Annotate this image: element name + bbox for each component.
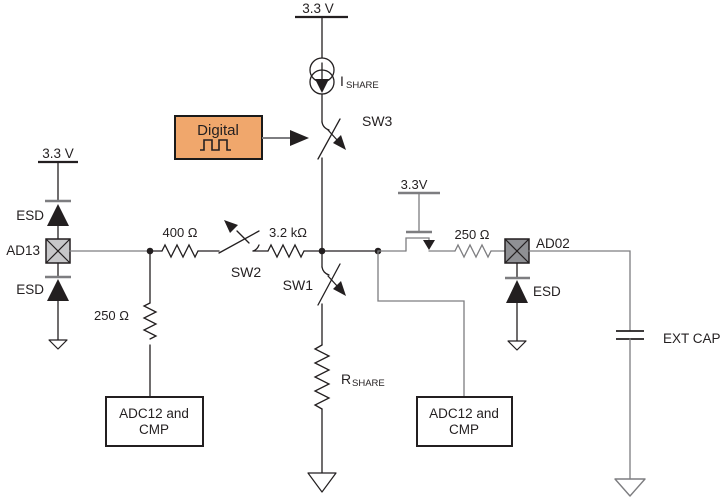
mosfet-arrow-icon [423, 240, 435, 250]
sw1-label: SW1 [283, 277, 314, 293]
adc-right-line2: CMP [449, 422, 479, 437]
resistor-250-left-label: 250 Ω [94, 308, 129, 323]
rshare-label: R SHARE [341, 371, 385, 389]
digital-block: Digital [174, 115, 263, 160]
sw2-control-arrow-icon [224, 220, 238, 233]
resistor-3k2-icon [267, 243, 305, 259]
resistor-400-icon [161, 243, 199, 259]
adc-block-right: ADC12 and CMP [416, 396, 513, 447]
capacitor-icon [616, 330, 644, 340]
adc-left-line2: CMP [139, 422, 169, 437]
left-rail-label: 3.3 V [42, 146, 74, 161]
resistor-250-right-label: 250 Ω [454, 227, 489, 242]
adc-right-line1: ADC12 and [429, 406, 499, 421]
sw3-control-arrow-icon [333, 135, 346, 150]
ext-cap-wire-top [528, 250, 631, 332]
esd-diode-right-icon [505, 262, 530, 342]
resistor-250-right-icon [454, 243, 492, 259]
top-power-rail: 3.3 V [295, 1, 348, 59]
esd-upper-left-label: ESD [16, 208, 44, 223]
pulse-waveform-icon [200, 139, 231, 151]
i-share-subscript: SHARE [346, 80, 379, 91]
arrow-right-icon [290, 130, 309, 146]
switch-sw1-icon [317, 263, 346, 306]
pad-ad02-label: AD02 [536, 236, 570, 251]
top-rail-label: 3.3 V [302, 1, 334, 16]
current-arrow-icon [315, 79, 329, 93]
mosfet-pass-transistor-icon: 3.3V [398, 177, 440, 252]
sw3-label: SW3 [362, 113, 393, 129]
pad-ad13-label: AD13 [6, 243, 40, 258]
gate-rail-label: 3.3V [401, 177, 428, 192]
adc-right-box [416, 396, 513, 447]
esd-right-label: ESD [533, 284, 561, 299]
switch-sw3-icon [317, 118, 346, 160]
current-source-icon [309, 57, 335, 95]
ground-icon-right-esd [507, 340, 527, 351]
sense-wire-right [377, 250, 465, 398]
switch-sw2-icon [218, 220, 260, 254]
ground-icon-rshare [307, 472, 337, 493]
pad-ad13-icon [45, 238, 71, 264]
rshare-symbol: R [341, 371, 351, 387]
esd-diode-lower-left-icon [45, 262, 71, 341]
adc-left-box [105, 396, 204, 447]
sw1-control-arrow-icon [333, 281, 346, 296]
ground-icon-left [48, 339, 68, 350]
ground-icon-extcap [614, 478, 646, 497]
resistor-400-label: 400 Ω [162, 225, 197, 240]
resistor-3k2-label: 3.2 kΩ [269, 225, 307, 240]
sw2-label: SW2 [231, 264, 262, 280]
esd-lower-left-label: ESD [16, 282, 44, 297]
resistor-250-left-icon [142, 302, 158, 340]
i-share-symbol: I [340, 73, 344, 89]
adc-block-left: ADC12 and CMP [105, 396, 204, 447]
esd-diode-upper-left-icon [45, 199, 71, 240]
current-source-label: I SHARE [340, 73, 379, 91]
left-power-rail: 3.3 V [38, 146, 78, 202]
digital-control-arrow [262, 130, 309, 146]
adc-left-line1: ADC12 and [119, 406, 189, 421]
ext-cap-label: EXT CAP [663, 331, 721, 346]
rshare-subscript: SHARE [352, 378, 385, 389]
resistor-rshare-icon [313, 344, 331, 410]
digital-label: Digital [197, 122, 239, 139]
pad-ad02-icon [504, 238, 530, 264]
